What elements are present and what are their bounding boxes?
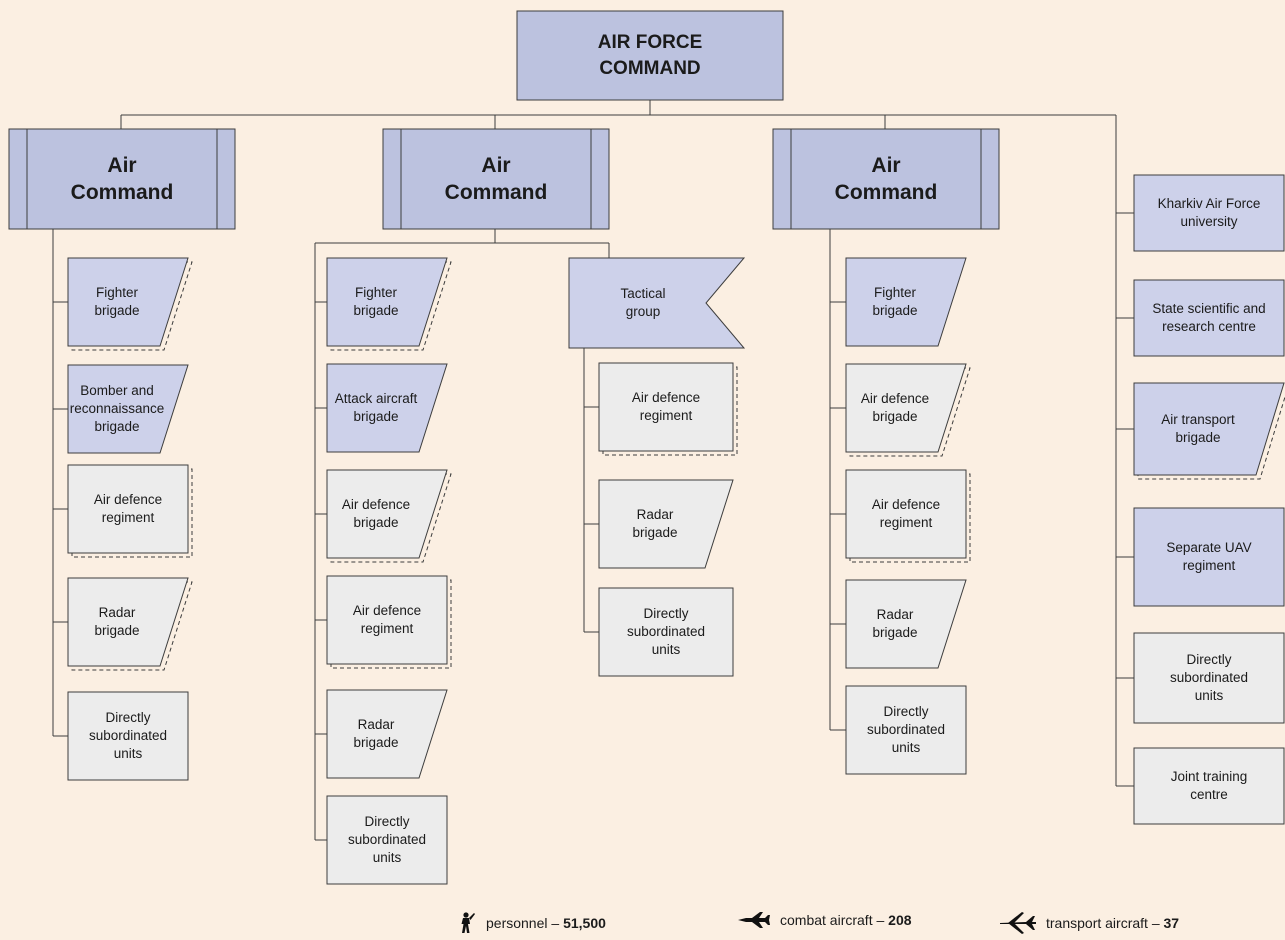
air-command-1-unit-1 <box>67 257 189 347</box>
soldier-icon <box>461 912 475 933</box>
direct-unit-6 <box>1133 747 1285 825</box>
air-command-3-unit-3 <box>845 469 967 559</box>
direct-unit-3 <box>1133 382 1285 476</box>
air-command-1-unit-4 <box>67 577 189 667</box>
air-command-3-unit-5 <box>845 685 967 775</box>
air-command-2-unit-2 <box>326 363 448 453</box>
air-command-2-unit-5 <box>326 689 448 779</box>
legend-personnel: personnel – 51,500 <box>456 912 606 934</box>
transport-plane-icon <box>1000 912 1036 934</box>
air-command-box-1 <box>8 128 236 230</box>
legend-combat-aircraft: combat aircraft – 208 <box>738 912 912 928</box>
direct-unit-5 <box>1133 632 1285 724</box>
air-command-3-unit-1 <box>845 257 967 347</box>
direct-unit-1 <box>1133 174 1285 252</box>
tactical-group-flag <box>568 257 746 349</box>
air-command-3-unit-2 <box>845 363 967 453</box>
air-command-1-unit-5 <box>67 691 189 781</box>
fighter-jet-icon <box>738 912 770 928</box>
air-command-3-unit-4 <box>845 579 967 669</box>
direct-unit-4 <box>1133 507 1285 607</box>
air-force-command-box <box>516 10 784 101</box>
air-command-1-unit-3 <box>67 464 189 554</box>
direct-unit-2 <box>1133 279 1285 357</box>
tactical-group-unit-2 <box>598 479 734 569</box>
air-command-2-unit-4 <box>326 575 448 665</box>
air-command-1-unit-2 <box>67 364 189 454</box>
air-command-box-2 <box>382 128 610 230</box>
air-command-2-unit-3 <box>326 469 448 559</box>
legend-transport-aircraft: transport aircraft – 37 <box>1000 912 1179 934</box>
air-command-box-3 <box>772 128 1000 230</box>
tactical-group-unit-3 <box>598 587 734 677</box>
air-command-2-unit-1 <box>326 257 448 347</box>
tactical-group-unit-1 <box>598 362 734 452</box>
air-command-2-unit-6 <box>326 795 448 885</box>
